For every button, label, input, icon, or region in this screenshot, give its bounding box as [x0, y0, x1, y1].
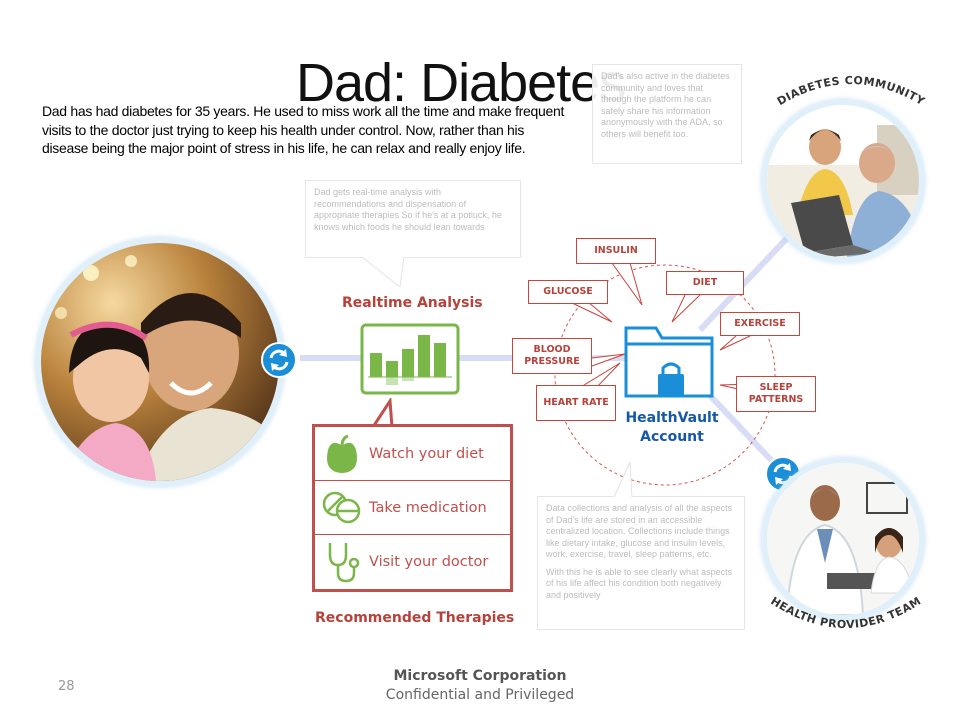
- community-photo: [762, 100, 924, 262]
- callout-analysis-text: Dad gets real-time analysis with recomme…: [314, 187, 502, 232]
- recommended-therapies-box: Watch your diet Take medication Visit yo…: [312, 424, 513, 592]
- therapy-row-doctor[interactable]: Visit your doctor: [315, 535, 510, 589]
- health-provider-photo: [762, 458, 924, 620]
- callout-analysis-pointer: [361, 257, 405, 288]
- callout-community-text: Dad's also active in the diabetes commun…: [601, 71, 730, 139]
- bar-chart-icon[interactable]: [360, 323, 460, 395]
- intro-text: Dad has had diabetes for 35 years. He us…: [42, 103, 565, 156]
- therapy-label-doctor: Visit your doctor: [369, 554, 489, 570]
- therapy-row-medication[interactable]: Take medication: [315, 481, 510, 535]
- tag-sleep-patterns: SLEEP PATTERNS: [736, 376, 816, 412]
- healthvault-label-line2: Account: [640, 429, 704, 445]
- recommended-therapies-label: Recommended Therapies: [315, 610, 515, 626]
- tag-blood-pressure: BLOOD PRESSURE: [512, 338, 592, 374]
- healthvault-label-line1: HealthVault: [625, 410, 719, 426]
- tag-glucose: GLUCOSE: [528, 280, 608, 304]
- callout-analysis: Dad gets real-time analysis with recomme…: [305, 180, 521, 258]
- pills-icon: [315, 481, 369, 535]
- sync-icon[interactable]: [260, 341, 298, 379]
- therapy-label-medication: Take medication: [369, 499, 487, 516]
- svg-text:HEALTH PROVIDER TEAM: HEALTH PROVIDER TEAM: [768, 596, 923, 631]
- page-number: 28: [58, 679, 75, 694]
- health-provider-ring-label: HEALTH PROVIDER TEAM: [756, 594, 936, 646]
- realtime-analysis-label: Realtime Analysis: [342, 295, 483, 311]
- callout-data-collection: Data collections and analysis of all the…: [537, 496, 745, 630]
- callout-data-text-1: Data collections and analysis of all the…: [546, 503, 733, 559]
- callout-data-pointer: [613, 461, 633, 498]
- callout-data-text-2: With this he is able to see clearly what…: [546, 566, 733, 600]
- sync-icon-provider[interactable]: [764, 455, 802, 493]
- tag-diet: DIET: [666, 271, 744, 295]
- tag-heart-rate: HEART RATE: [536, 385, 616, 421]
- folder-lock-icon[interactable]: [624, 322, 716, 400]
- therapy-label-diet: Watch your diet: [369, 445, 484, 462]
- tag-insulin: INSULIN: [576, 238, 656, 264]
- apple-icon: [315, 427, 369, 481]
- tag-exercise: EXERCISE: [720, 312, 800, 336]
- callout-community: Dad's also active in the diabetes commun…: [592, 64, 742, 164]
- stethoscope-icon: [315, 535, 369, 589]
- footer-confidential: Confidential and Privileged: [385, 687, 575, 703]
- healthvault-label: HealthVault Account: [612, 409, 732, 447]
- health-provider-team-text: HEALTH PROVIDER TEAM: [768, 594, 923, 631]
- footer-company: Microsoft Corporation: [393, 668, 567, 684]
- slide-title: Dad: Diabetes: [296, 53, 626, 113]
- therapy-row-diet[interactable]: Watch your diet: [315, 427, 510, 481]
